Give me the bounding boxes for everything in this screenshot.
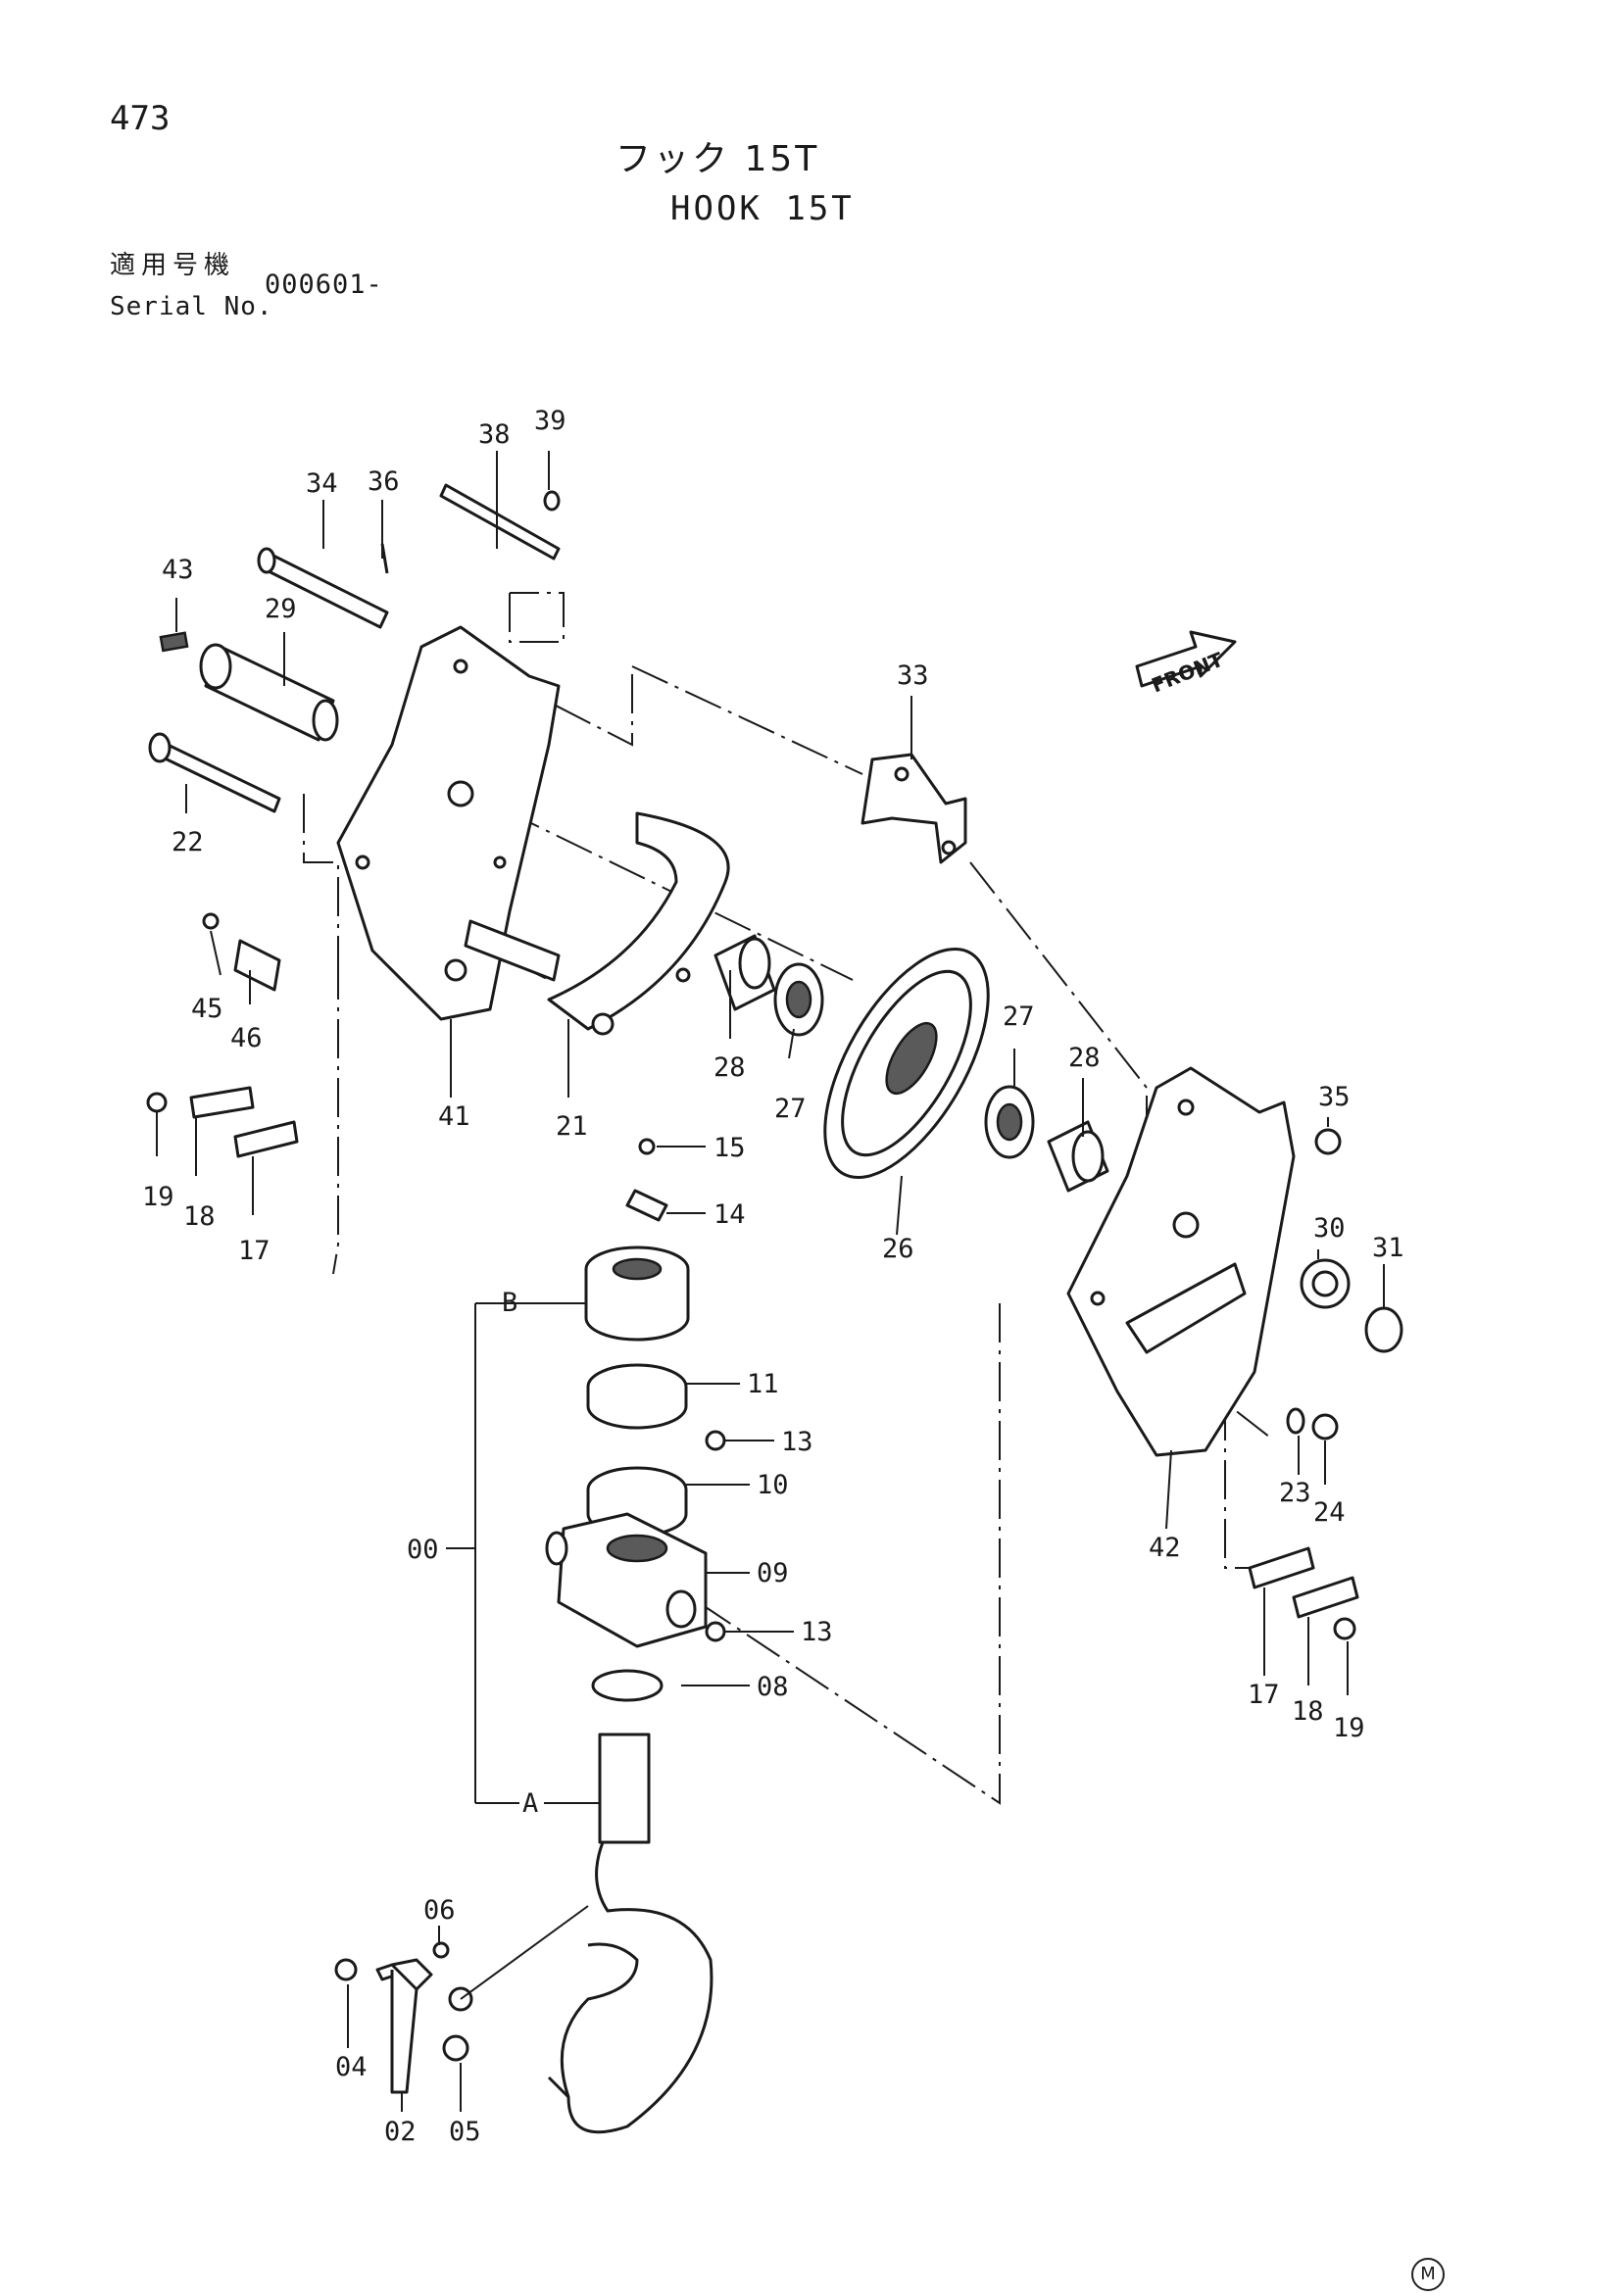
callout-36: 36 [368,466,400,497]
callout-33: 33 [897,660,929,691]
callout-34: 34 [306,468,338,499]
callout-27-right: 27 [1003,1001,1035,1032]
callout-17-left: 17 [238,1236,270,1266]
callout-06: 06 [423,1895,456,1926]
callout-18-left: 18 [183,1201,216,1232]
callout-45: 45 [191,994,223,1024]
callout-46: 46 [230,1023,263,1053]
callout-B: B [502,1288,517,1318]
callout-28-left: 28 [713,1052,746,1083]
callout-41: 41 [438,1101,470,1132]
callout-19-right: 19 [1333,1713,1365,1743]
callout-A: A [522,1788,538,1819]
title-english: HOOK 15T [670,189,855,228]
callout-29: 29 [265,594,297,624]
callout-26: 26 [882,1234,914,1264]
callout-labels: 38 39 34 36 43 29 22 33 45 46 28 27 27 2… [142,406,1404,2147]
leader-lines [156,451,1385,2112]
callout-09: 09 [757,1558,789,1588]
callout-38: 38 [478,419,511,450]
brackets-left [146,1086,299,1158]
callout-27-left: 27 [774,1094,807,1124]
page-number: 473 [110,99,171,138]
callout-35: 35 [1318,1082,1351,1112]
callout-18-right: 18 [1292,1696,1324,1727]
callout-21: 21 [556,1111,588,1142]
serial-value: 000601- [265,269,383,300]
callout-17-right: 17 [1248,1680,1280,1710]
front-arrow: FRONT [1135,630,1237,698]
callout-43: 43 [162,555,194,585]
bolt-long [148,732,281,813]
small-plate [202,912,281,992]
serial-label-japanese: 適用号機 [110,251,236,280]
title-japanese: フック 15T [615,139,820,179]
callout-04: 04 [335,2052,368,2082]
callout-39: 39 [534,406,566,436]
hook-stack [545,1138,726,1702]
callout-24: 24 [1313,1497,1346,1528]
callout-08: 08 [757,1672,789,1702]
callout-30: 30 [1313,1213,1346,1244]
hook-latch [334,1941,473,2094]
side-plate-left [336,625,561,1021]
guard-curved [464,811,730,1036]
bracket-upper [861,753,967,864]
callout-11: 11 [747,1369,779,1399]
callout-22: 22 [172,827,204,857]
callout-10: 10 [757,1470,789,1500]
serial-label-english: Serial No. [110,292,273,321]
brackets-right [1248,1546,1359,1640]
callout-14: 14 [713,1199,746,1230]
callout-19-left: 19 [142,1182,174,1212]
callout-05: 05 [449,2117,481,2147]
callout-28-right: 28 [1068,1043,1101,1073]
callout-31: 31 [1372,1233,1404,1263]
callout-15: 15 [713,1133,746,1163]
pins-upper [257,483,561,629]
sheave-assembly [713,934,1109,1193]
pin-large [159,631,339,742]
callout-42: 42 [1149,1533,1181,1563]
hook-body [547,1733,713,2134]
callout-02: 02 [384,2117,417,2147]
right-hardware [1286,1128,1403,1441]
callout-13-lower: 13 [801,1617,833,1647]
callout-00: 00 [407,1535,439,1565]
side-plate-right [1066,1066,1296,1457]
callout-23: 23 [1279,1478,1311,1508]
callout-13-upper: 13 [781,1427,813,1457]
corner-mark: M [1411,2258,1445,2291]
